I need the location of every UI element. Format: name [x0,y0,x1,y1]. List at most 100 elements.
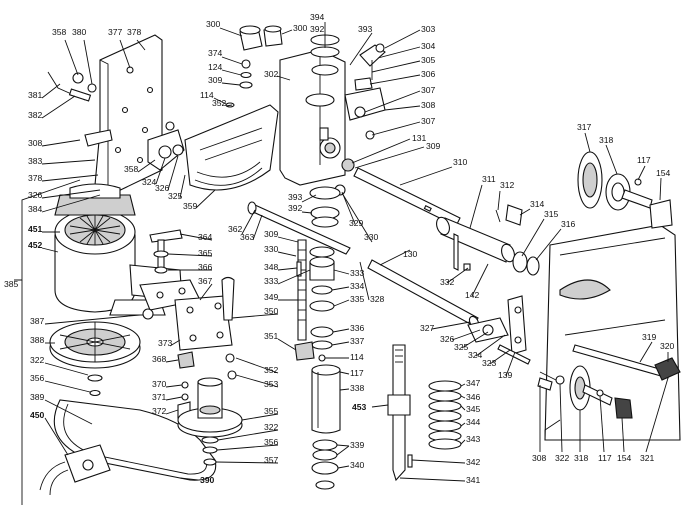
part-label-387: 387 [30,316,45,326]
part-label-117: 117 [350,368,364,378]
part-label-323: 323 [482,358,497,368]
pin-348 [296,261,302,277]
switch-450 [39,444,111,496]
bearing-stack-333 [309,246,335,362]
part-label-320: 320 [660,341,675,351]
part-label-365: 365 [198,248,213,258]
part-label-307: 307 [421,85,436,95]
pin-342 [407,454,413,468]
table-bracket-373 [174,276,235,351]
part-label-117: 117 [637,155,651,165]
part-label-325: 325 [454,342,469,352]
bearing-339 [311,439,339,490]
part-label-333: 333 [350,268,365,278]
part-label-317: 317 [577,122,592,132]
part-label-385: 385 [4,279,19,289]
part-label-394: 394 [310,12,325,22]
part-label-315: 315 [544,209,559,219]
clip-314 [495,204,523,226]
part-label-357: 357 [264,455,279,465]
part-label-306: 306 [421,69,436,79]
bracket-327 [467,295,527,355]
quill-338 [311,364,341,434]
part-label-326: 326 [155,183,170,193]
rack-349 [297,239,307,341]
part-label-356: 356 [264,437,279,447]
part-label-383: 383 [28,156,43,166]
part-label-374: 374 [208,48,223,58]
part-label-332: 332 [440,277,455,287]
part-label-330: 330 [264,244,279,254]
washer-356 [201,436,219,466]
part-label-154: 154 [617,453,632,463]
gearbox-housing [544,224,681,441]
part-label-326: 326 [440,334,455,344]
part-label-356: 356 [30,373,45,383]
part-label-349: 349 [264,292,279,302]
part-label-130: 130 [403,249,418,259]
part-label-348: 348 [264,262,279,272]
part-label-377: 377 [108,27,123,37]
part-label-392: 392 [310,24,325,34]
leader-lines [14,22,669,505]
part-label-359: 359 [183,201,198,211]
part-label-324: 324 [142,177,157,187]
part-label-368: 368 [152,354,167,364]
mounting-plate [84,34,163,196]
part-label-390: 390 [200,475,215,485]
lever-364 [149,229,183,274]
part-label-305: 305 [421,55,436,65]
part-label-309: 309 [264,229,279,239]
gear-317 [577,151,673,229]
part-label-328: 328 [370,294,385,304]
part-label-340: 340 [350,460,365,470]
part-label-322: 322 [264,422,279,432]
sleeve-311 [436,216,515,271]
part-label-312: 312 [500,180,515,190]
part-label-142: 142 [465,290,480,300]
part-label-382: 382 [28,110,43,120]
part-label-381: 381 [28,90,43,100]
part-label-335: 335 [350,294,365,304]
part-label-345: 345 [466,404,481,414]
part-label-124: 124 [208,62,223,72]
part-label-342: 342 [466,457,481,467]
part-label-330: 330 [364,232,379,242]
pin-381 [47,71,97,102]
part-label-322: 322 [30,355,45,365]
part-label-300: 300 [206,19,221,29]
part-label-344: 344 [466,417,481,427]
part-label-364: 364 [198,232,213,242]
nut-353 [225,353,237,380]
block-351 [294,341,315,361]
rings-392 [309,186,341,228]
part-label-371: 371 [152,392,167,402]
part-label-308: 308 [421,100,436,110]
part-label-378: 378 [127,27,142,37]
part-label-310: 310 [453,157,468,167]
part-label-318: 318 [599,135,614,145]
part-label-393: 393 [358,24,373,34]
part-label-370: 370 [152,379,167,389]
part-label-380: 380 [72,27,87,37]
part-label-341: 341 [466,475,481,485]
part-label-318: 318 [574,453,589,463]
part-label-362: 362 [228,224,243,234]
part-label-304: 304 [421,41,436,51]
part-label-367: 367 [198,276,213,286]
part-label-389: 389 [30,392,45,402]
part-label-322: 322 [555,453,570,463]
part-label-353: 353 [264,379,279,389]
cap-300 [239,25,283,51]
part-label-384: 384 [28,204,43,214]
rings-394 [310,34,340,76]
part-label-343: 343 [466,434,481,444]
part-label-451: 451 [28,224,43,234]
motor-pulley-388 [49,321,141,397]
part-label-358: 358 [52,27,67,37]
part-label-311: 311 [482,174,496,184]
part-label-307: 307 [421,116,436,126]
part-label-366: 366 [198,262,213,272]
part-label-337: 337 [350,336,365,346]
